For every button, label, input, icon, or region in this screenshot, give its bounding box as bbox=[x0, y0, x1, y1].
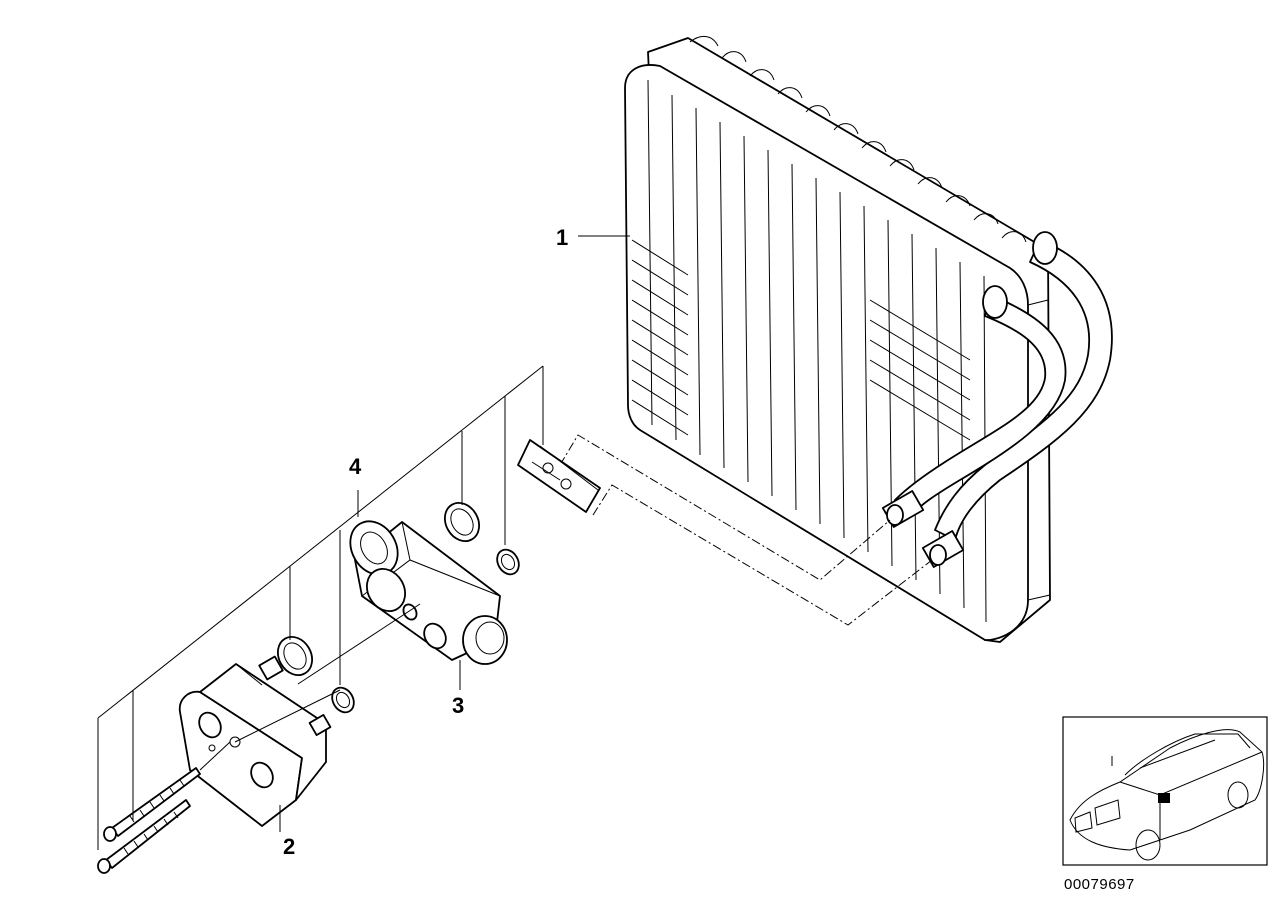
o-ring-lower-large bbox=[277, 636, 313, 676]
callout-4-bracket bbox=[97, 365, 544, 850]
car-sketch-icon bbox=[1069, 729, 1265, 861]
connection-line-upper bbox=[559, 434, 891, 581]
expansion-valve bbox=[349, 520, 508, 665]
callout-label-3: 3 bbox=[452, 693, 464, 718]
connection-line-lower bbox=[592, 484, 933, 626]
bolt-axis-line bbox=[199, 741, 231, 771]
diagram-reference-number: 00079697 bbox=[1064, 876, 1135, 893]
evaporator-core bbox=[624, 36, 1051, 643]
bolt-lower bbox=[97, 799, 191, 874]
callout-label-4: 4 bbox=[349, 454, 362, 479]
valve-axis-line bbox=[234, 603, 421, 743]
o-ring-upper-small bbox=[496, 548, 520, 576]
vehicle-locator-thumbnail bbox=[1062, 716, 1268, 866]
evaporator-pipes bbox=[881, 231, 1113, 568]
callout-label-1: 1 bbox=[556, 225, 568, 250]
o-ring-upper-large bbox=[444, 502, 480, 542]
o-ring-lower-small bbox=[331, 686, 355, 714]
gasket-plate bbox=[517, 439, 601, 513]
adapter-block bbox=[178, 655, 332, 827]
callout-label-2: 2 bbox=[283, 834, 295, 859]
bolt-upper bbox=[103, 767, 201, 842]
